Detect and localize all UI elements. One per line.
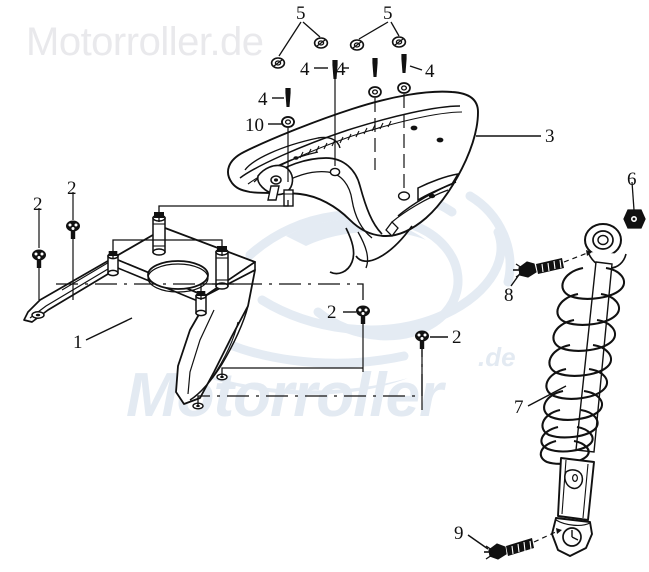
callout-5a: 5 bbox=[296, 3, 306, 24]
callout-1: 1 bbox=[73, 332, 83, 353]
fender-hole bbox=[436, 137, 444, 143]
callout-7: 7 bbox=[514, 397, 524, 418]
part-carrier-bracket bbox=[23, 211, 256, 410]
part-washers bbox=[270, 21, 407, 69]
fender-hole bbox=[428, 193, 436, 199]
part-collar-bushing bbox=[281, 116, 295, 128]
shock-coil-spring bbox=[539, 266, 626, 465]
callout-4a: 4 bbox=[258, 89, 268, 110]
part-shock-nut bbox=[623, 181, 646, 229]
callout-10: 10 bbox=[245, 115, 264, 136]
part-rear-shock-absorber bbox=[539, 223, 627, 557]
callout-2c: 2 bbox=[327, 302, 337, 323]
part-upper-mount-bolt bbox=[513, 250, 592, 278]
part-lower-mount-bolt bbox=[484, 528, 562, 560]
callout-4b: 4 bbox=[300, 59, 310, 80]
part-fender-screws bbox=[281, 54, 411, 190]
callout-3: 3 bbox=[545, 126, 555, 147]
callout-leaders bbox=[85, 65, 567, 550]
assembly-guide-lines bbox=[56, 200, 423, 406]
callout-2b: 2 bbox=[67, 178, 77, 199]
fender-rib-hatching bbox=[299, 120, 392, 159]
part-flange-bolts bbox=[32, 192, 429, 410]
fender-hole bbox=[410, 125, 418, 131]
callout-4c: 4 bbox=[336, 59, 346, 80]
part-rear-fender bbox=[227, 90, 479, 275]
callout-5b: 5 bbox=[383, 3, 393, 24]
callout-2d: 2 bbox=[452, 327, 462, 348]
callout-4d: 4 bbox=[425, 61, 435, 82]
fender-hole bbox=[293, 156, 299, 160]
callout-6: 6 bbox=[627, 169, 637, 190]
callout-2a: 2 bbox=[33, 194, 43, 215]
callout-8: 8 bbox=[504, 285, 514, 306]
shock-damper-rod bbox=[575, 261, 613, 453]
callout-9: 9 bbox=[454, 523, 464, 544]
